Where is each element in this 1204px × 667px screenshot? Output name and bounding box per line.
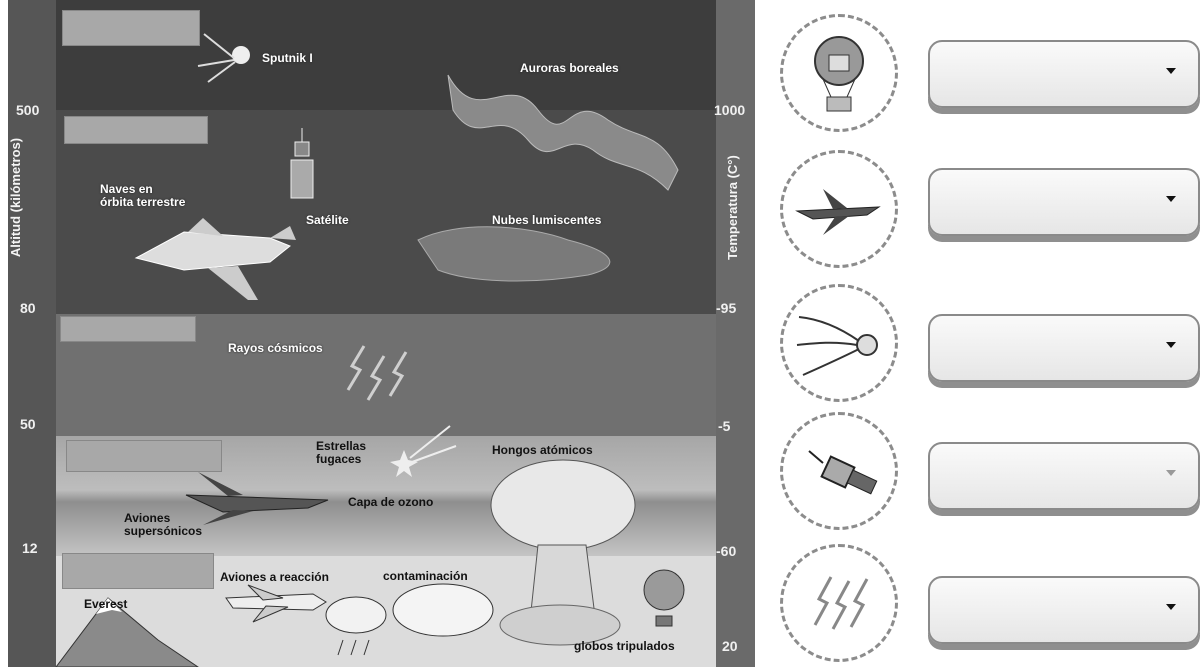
globos-label: globos tripulados [574,640,675,653]
sputnik-option-circle [780,284,898,402]
cosmic-rays-icon [348,346,406,400]
answer-dropdown-2[interactable] [928,168,1200,236]
satellite-icon [291,128,313,198]
chevron-down-icon [1166,68,1176,74]
answer-dropdown-4[interactable] [928,442,1200,510]
balloon-option-circle [780,14,898,132]
atmosphere-illustrations [8,0,755,667]
everest-label: Everest [84,598,127,611]
auroras-label: Auroras boreales [520,62,619,75]
chevron-down-icon [1166,342,1176,348]
satellite-icon [783,415,895,527]
jet-icon [783,153,895,265]
mushroom-cloud-icon [491,460,635,645]
shooting-star-icon [390,426,456,477]
sputnik-icon [198,34,250,82]
answer-dropdown-1[interactable] [928,40,1200,108]
aviones-super-label: Aviones supersónicos [124,512,202,538]
chevron-down-icon [1166,196,1176,202]
estrellas-label: Estrellas fugaces [316,440,366,466]
aurora-icon [448,75,678,190]
contaminacion-label: contaminación [383,570,468,583]
naves-label: Naves en órbita terrestre [100,183,185,209]
balloon-icon [783,17,895,129]
jet-option-circle [780,150,898,268]
cosmic-rays-icon [783,547,895,659]
pollution-cloud-icon [393,584,493,636]
sputnik-icon [783,287,895,399]
answer-dropdown-3[interactable] [928,314,1200,382]
balloon-icon [644,570,684,626]
cosmic-rays-option-circle [780,544,898,662]
aviones-reaccion-label: Aviones a reacción [220,571,329,584]
satellite-option-circle [780,412,898,530]
satelite-label: Satélite [306,214,349,227]
supersonic-jet-icon [186,472,328,525]
rayos-label: Rayos cósmicos [228,342,323,355]
space-shuttle-icon [136,218,296,300]
sputnik-label: Sputnik I [262,52,313,65]
rain-cloud-icon [326,597,386,655]
atmosphere-diagram: 500 80 50 12 Altitud (kilómetros) 1000 -… [8,0,755,667]
nubes-label: Nubes lumiscentes [492,214,601,227]
hongos-label: Hongos atómicos [492,444,593,457]
jet-plane-icon [226,585,326,622]
chevron-down-icon [1166,604,1176,610]
chevron-down-icon [1166,470,1176,476]
noctilucent-clouds-icon [418,227,610,281]
ozono-label: Capa de ozono [348,496,433,509]
answer-dropdown-5[interactable] [928,576,1200,644]
